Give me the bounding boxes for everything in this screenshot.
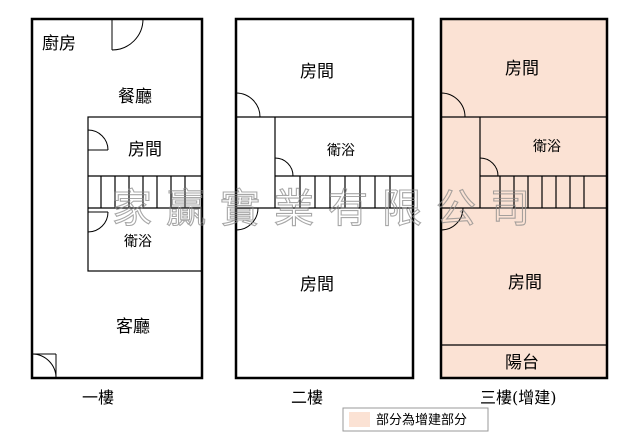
floor-3-balcony-label: 陽台 [505,353,539,373]
floor-2-stairs [299,176,391,208]
floor-1-bath-label: 衛浴 [124,234,152,250]
floor-3-stairs [499,176,585,208]
floor-3-plan: 房間 衛浴 房間 陽台 三樓(增建) [439,17,609,407]
floor-2-bath-label: 衛浴 [327,143,355,159]
door-icon [479,157,499,177]
floor-2-plan: 房間 衛浴 房間 二樓 [234,17,415,407]
floor-1-dining-label: 餐廳 [118,87,152,107]
legend-swatch [349,412,370,427]
floor-1-room-label: 房間 [128,140,162,160]
door-icon [87,211,109,233]
door-icon [31,353,57,379]
door-icon [111,18,144,51]
legend: 部分為增建部分 [342,407,489,432]
floor-3-room-bottom-label: 房間 [508,273,542,293]
floor-2-label: 二樓 [291,388,323,407]
floor-1-label: 一樓 [82,388,114,407]
door-icon [235,207,259,231]
floor-2-room-bottom-label: 房間 [300,275,334,295]
floor-1-stairs [100,176,186,208]
floor-2-room-top-label: 房間 [300,62,334,82]
floor-2-outline [234,17,415,380]
door-icon [274,157,294,177]
floor-1-plan: 廚房 餐廳 房間 衛浴 客廳 一樓 [30,17,204,407]
floor-1-living-label: 客廳 [116,317,150,337]
floor-3-added-area [441,19,607,378]
company-watermark: 家贏實業有限公司 [112,186,544,232]
door-icon [87,129,109,151]
floor-1-kitchen-label: 廚房 [42,33,76,54]
legend-text: 部分為增建部分 [376,412,467,428]
floor-3-outline [439,17,609,380]
door-icon [440,207,464,231]
door-icon [440,92,466,118]
floor-1-inner-block [87,116,203,272]
legend-box [342,407,489,432]
door-icon [235,92,261,118]
floor-3-label: 三樓(增建) [480,388,557,407]
floor-3-bath-label: 衛浴 [533,139,561,155]
floor-3-room-top-label: 房間 [505,59,539,79]
